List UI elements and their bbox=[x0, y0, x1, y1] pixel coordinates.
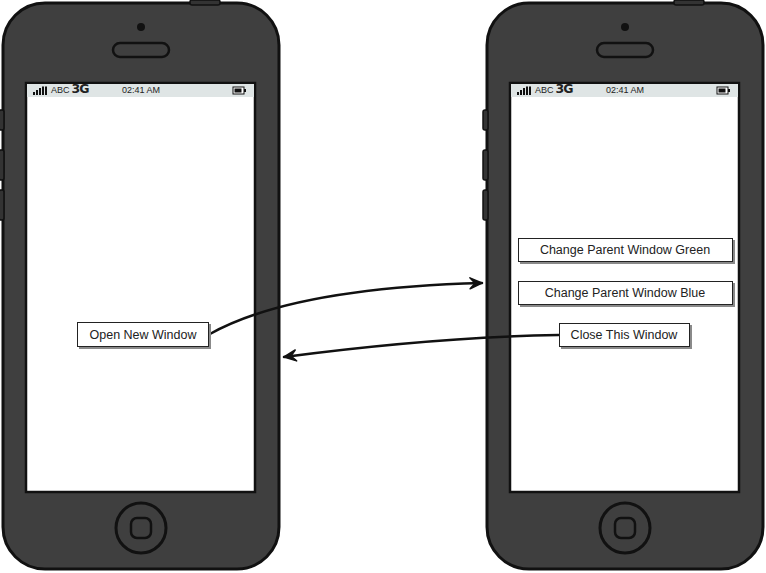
arrow-head bbox=[284, 350, 297, 361]
carrier-label: ABC bbox=[51, 86, 70, 95]
ui-button: Change Parent Window Green bbox=[518, 238, 733, 262]
phone-screen: ABC3G 02:41 AM Open New Window bbox=[0, 0, 282, 573]
ui-button: Open New Window bbox=[77, 322, 209, 347]
network-label: 3G bbox=[72, 83, 89, 96]
flow-arrow bbox=[284, 335, 559, 361]
arrow-head bbox=[470, 278, 482, 289]
flow-arrow bbox=[209, 278, 482, 335]
button-label: Change Parent Window Green bbox=[540, 243, 710, 257]
carrier-label: ABC bbox=[535, 86, 554, 95]
phone-screen: ABC3G 02:41 AM Change Parent Window GreenC… bbox=[484, 0, 766, 573]
arrow-line bbox=[284, 335, 559, 357]
clock-label: 02:41 AM bbox=[606, 86, 644, 95]
ui-button: Change Parent Window Blue bbox=[518, 281, 733, 305]
clock-label: 02:41 AM bbox=[122, 86, 160, 95]
network-label: 3G bbox=[556, 83, 573, 96]
ui-button: Close This Window bbox=[559, 323, 690, 347]
arrow-line bbox=[209, 283, 482, 335]
button-label: Close This Window bbox=[571, 328, 678, 342]
button-label: Change Parent Window Blue bbox=[545, 286, 706, 300]
button-label: Open New Window bbox=[90, 328, 197, 342]
